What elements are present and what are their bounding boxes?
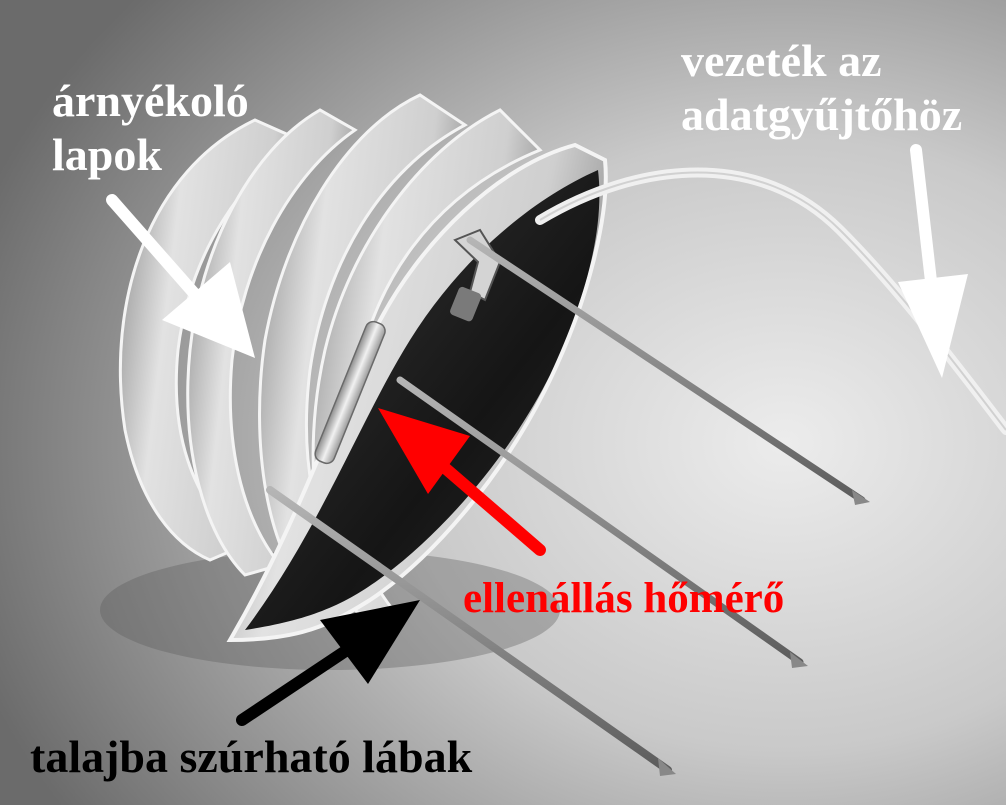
label-shield-plates: árnyékoló lapok [52, 74, 249, 182]
leg-2 [396, 376, 804, 666]
label-thermometer-text: ellenállás hőmérő [463, 575, 785, 622]
arrow-thermometer [378, 408, 546, 556]
leg-3 [266, 486, 672, 774]
label-wire-to-logger: vezeték az adatgyűjtőhöz [681, 34, 962, 142]
mounting-bracket [453, 228, 502, 302]
label-wire-line-2: adatgyűjtőhöz [681, 89, 963, 140]
label-ground-legs: talajba szúrható lábak [30, 730, 472, 784]
label-shield-line-2: lapok [52, 129, 162, 180]
shield-plate-2 [186, 108, 358, 577]
arrow-wire [898, 144, 968, 378]
leg-1 [466, 236, 866, 504]
shield-inner-opening [245, 170, 600, 630]
arrow-shield [106, 194, 255, 358]
label-shield-line-1: árnyékoló [52, 75, 249, 126]
ground-legs [266, 236, 870, 776]
label-wire-line-1: vezeték az [681, 35, 882, 86]
arrow-legs [236, 600, 420, 726]
label-legs-text: talajba szúrható lábak [30, 731, 473, 782]
label-resistance-thermometer: ellenállás hőmérő [463, 572, 784, 626]
resistance-thermometer [314, 286, 482, 465]
